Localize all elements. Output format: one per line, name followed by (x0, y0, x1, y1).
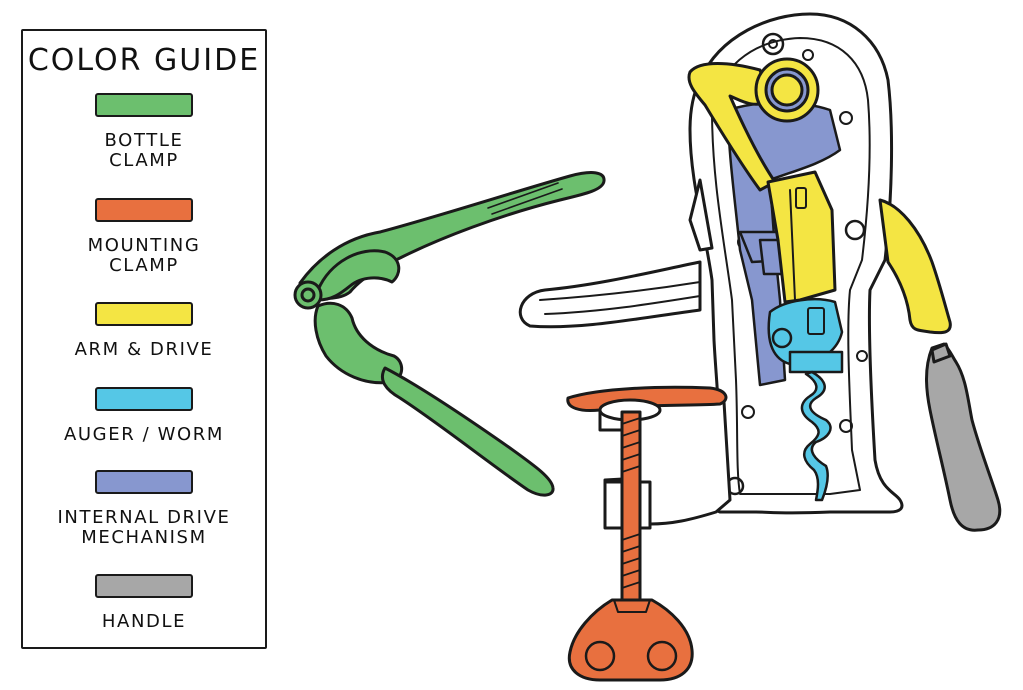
legend-item-mounting-clamp: MOUNTING CLAMP (23, 198, 265, 276)
legend-item-internal-drive: INTERNAL DRIVE MECHANISM (23, 470, 265, 548)
legend-item-handle: HANDLE (23, 574, 265, 632)
arm-and-drive (687, 57, 952, 335)
legend-item-auger-worm: AUGER / WORM (23, 387, 265, 445)
color-guide-legend: COLOR GUIDE BOTTLE CLAMP MOUNTING CLAMP … (21, 29, 267, 649)
legend-label-handle: HANDLE (101, 611, 187, 632)
legend-label-bottle-clamp: BOTTLE CLAMP (104, 130, 184, 171)
legend-swatch-arm-drive (95, 302, 193, 326)
legend-item-arm-drive: ARM & DRIVE (23, 302, 265, 360)
legend-swatch-internal-drive (95, 470, 193, 494)
legend-item-bottle-clamp: BOTTLE CLAMP (23, 93, 265, 171)
legend-swatch-auger-worm (95, 387, 193, 411)
legend-swatch-mounting-clamp (95, 198, 193, 222)
legend-label-internal-drive: INTERNAL DRIVE MECHANISM (57, 507, 231, 548)
legend-label-arm-drive: ARM & DRIVE (74, 339, 214, 360)
auger-worm (767, 298, 844, 502)
legend-title: COLOR GUIDE (27, 43, 261, 78)
legend-label-mounting-clamp: MOUNTING CLAMP (87, 235, 201, 276)
handle (925, 342, 1002, 532)
legend-swatch-handle (95, 574, 193, 598)
legend-swatch-bottle-clamp (95, 93, 193, 117)
legend-label-auger-worm: AUGER / WORM (63, 424, 225, 445)
bottle-clamp (293, 171, 606, 497)
mounting-clamp (566, 385, 732, 682)
